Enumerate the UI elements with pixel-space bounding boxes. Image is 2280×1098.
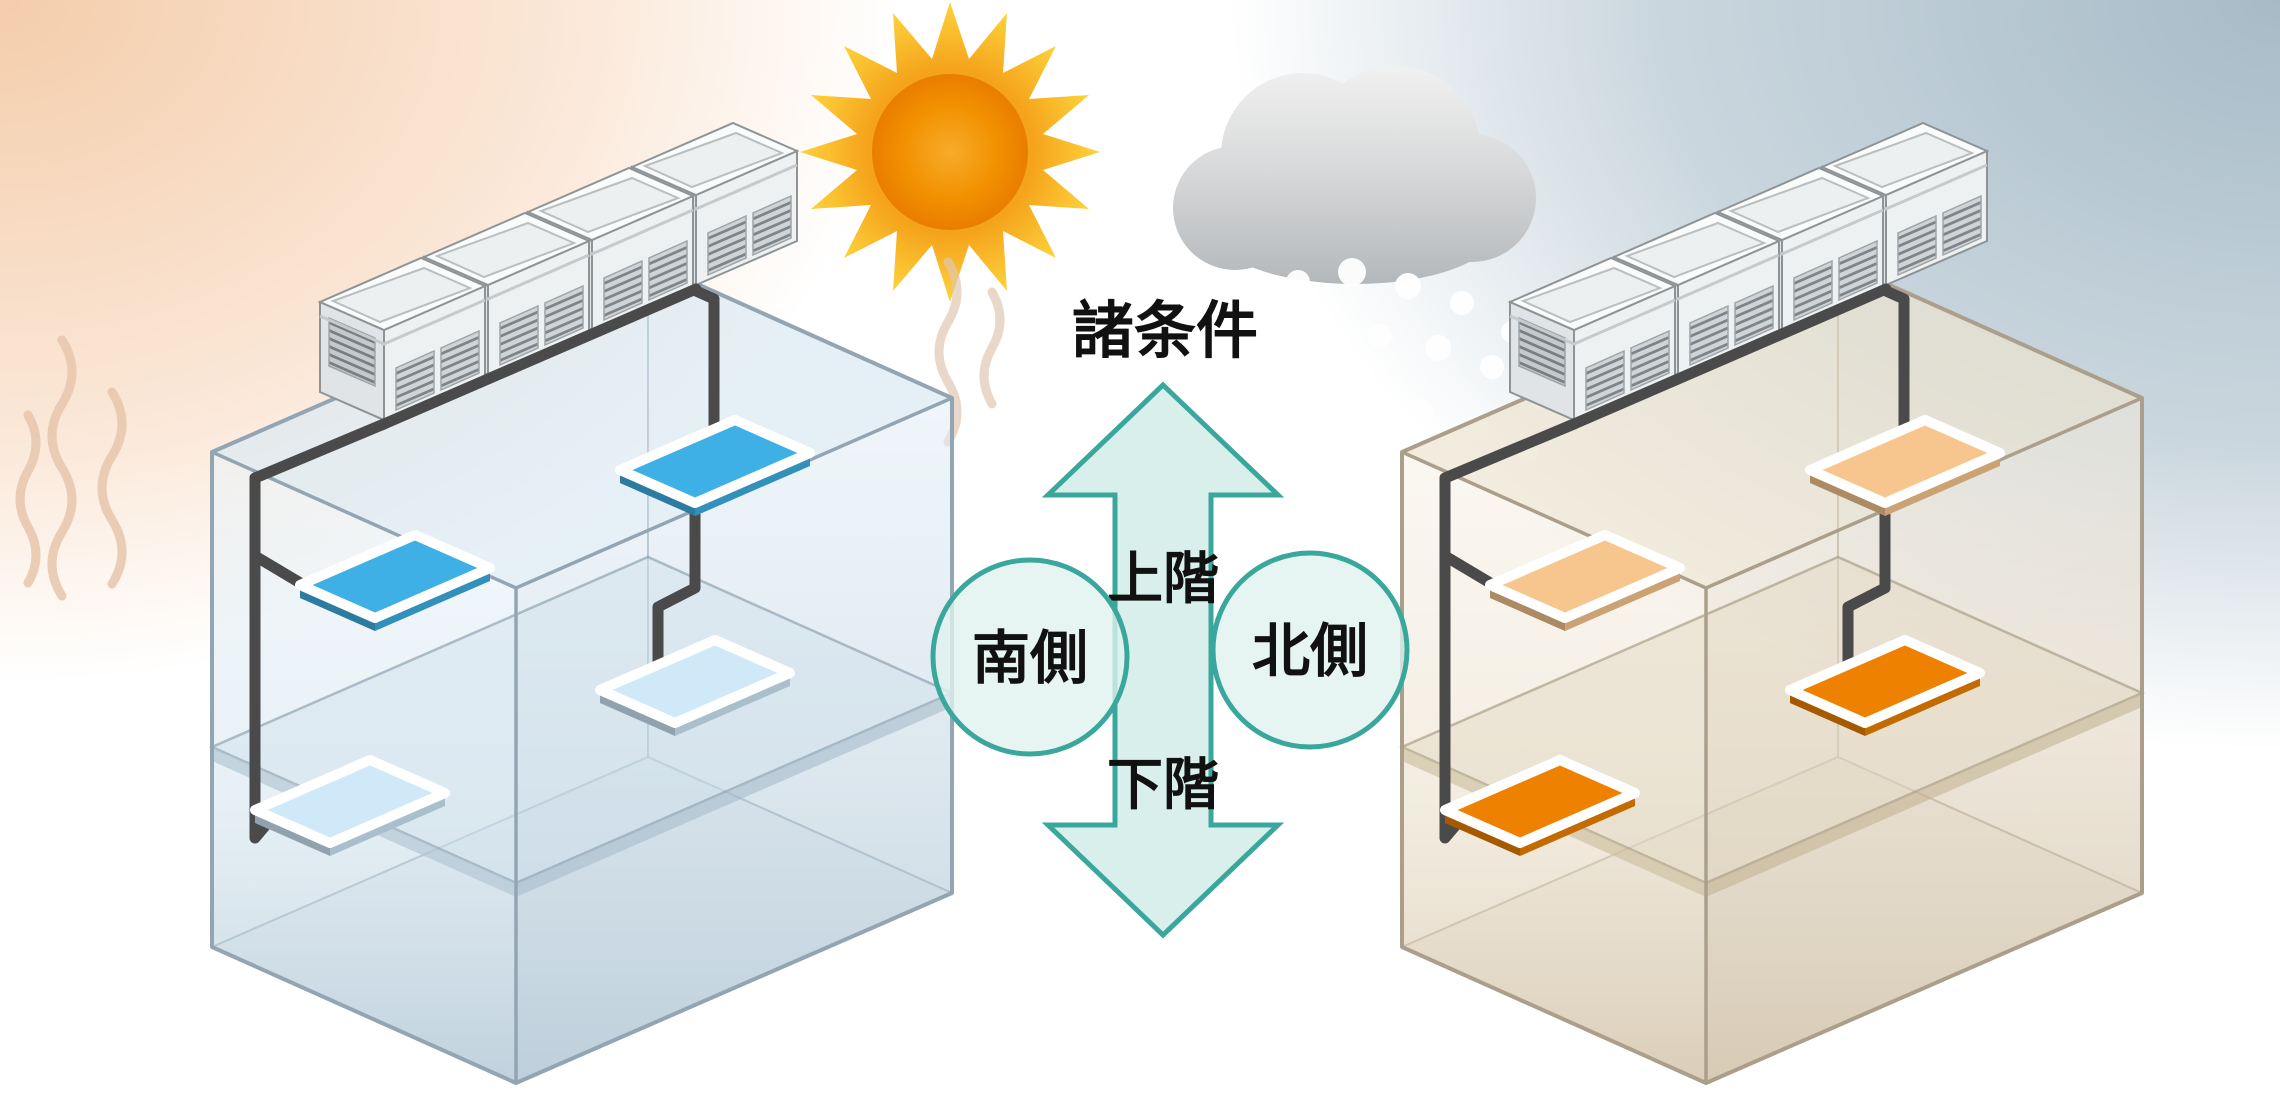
roof-face <box>1402 262 2142 588</box>
front-right-wall <box>1706 398 2142 1083</box>
conditions-arrow-group: 諸条件 上階 下階 <box>1041 297 1285 939</box>
refrigerant-pipe <box>690 285 720 436</box>
upper-lower-arrow <box>1041 381 1285 939</box>
roof-face <box>212 262 952 588</box>
refrigerant-pipe <box>652 497 701 669</box>
front-right-wall <box>516 398 952 1083</box>
sun-icon <box>800 2 1100 302</box>
conditions-title: 諸条件 <box>1072 297 1258 366</box>
south-side-badge: 南側 <box>930 557 1130 757</box>
south-building-illustration <box>208 121 956 1085</box>
north-side-circle <box>1210 550 1410 750</box>
south-side-circle <box>930 557 1130 757</box>
north-building-illustration <box>1398 121 2146 1085</box>
refrigerant-pipe <box>1568 283 1892 430</box>
south-side-label: 南側 <box>972 626 1088 691</box>
sun-core <box>872 74 1028 230</box>
upper-floor-label: 上階 <box>1107 547 1219 610</box>
north-side-badge: 北側 <box>1210 550 1410 750</box>
heat-wave-icon-left <box>15 335 127 601</box>
north-side-label: 北側 <box>1252 619 1368 684</box>
snow-cloud-icon <box>1173 66 1536 284</box>
lower-floor-label: 下階 <box>1107 753 1219 816</box>
refrigerant-pipe <box>249 550 308 590</box>
mid-floor-edge <box>1706 693 2142 897</box>
refrigerant-pipe <box>1880 285 1910 436</box>
mid-floor-edge <box>516 693 952 897</box>
refrigerant-pipe <box>378 283 702 430</box>
refrigerant-pipe <box>1439 550 1498 590</box>
refrigerant-pipe <box>1842 497 1891 669</box>
heat-wave-icon-center <box>934 257 1005 447</box>
